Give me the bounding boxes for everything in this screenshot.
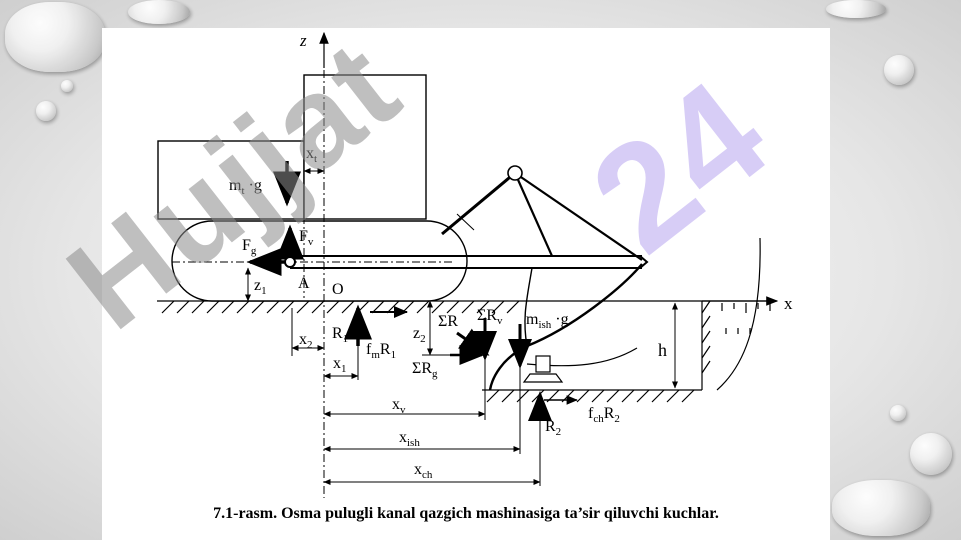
label-h: h xyxy=(658,340,667,360)
figure-caption: 7.1-rasm. Osma pulugli kanal qazgich mas… xyxy=(213,505,719,522)
bubble-decoration xyxy=(884,55,914,85)
label-xish: xish xyxy=(399,429,420,449)
force-diagram: z x xyxy=(157,31,793,498)
label-mish: mish ·g xyxy=(526,311,569,331)
label-r2: R2 xyxy=(545,418,561,438)
label-x1: x1 xyxy=(333,355,347,375)
label-sum-rg: ΣRg xyxy=(412,360,438,380)
bubble-decoration xyxy=(61,80,73,92)
label-fchr2: fchR2 xyxy=(588,405,620,425)
bubble-decoration xyxy=(36,101,56,121)
z-axis-label: z xyxy=(299,31,307,50)
label-o: O xyxy=(332,281,344,298)
figure-slide: z x xyxy=(102,28,830,540)
plow-frame xyxy=(290,165,649,391)
sumr-arrow xyxy=(456,328,490,356)
bubble-decoration xyxy=(890,405,906,421)
bubble-decoration xyxy=(5,2,105,72)
label-sum-r: ΣR xyxy=(438,313,458,330)
bubble-decoration xyxy=(826,0,886,18)
label-sum-rv: ΣRv xyxy=(477,307,503,327)
label-xv: xv xyxy=(392,396,406,416)
pivot-a xyxy=(284,256,296,268)
bubble-decoration xyxy=(128,0,190,24)
bubble-decoration xyxy=(910,433,952,475)
bubble-decoration xyxy=(832,480,930,536)
label-x2: x2 xyxy=(299,331,313,351)
label-r1: R1 xyxy=(332,325,348,345)
dimension-lines xyxy=(245,168,678,486)
label-fmr1: fmR1 xyxy=(366,341,396,361)
label-fg: Fg xyxy=(242,237,257,257)
label-mtg: mt ·g xyxy=(229,177,262,197)
label-xt: xt xyxy=(306,145,317,165)
label-fv: Fv xyxy=(299,228,314,248)
label-a: A xyxy=(298,275,310,292)
label-z1: z1 xyxy=(254,277,267,297)
label-xch: xch xyxy=(414,461,433,481)
label-z2: z2 xyxy=(413,325,426,345)
x-axis-label: x xyxy=(784,294,793,313)
center-lines xyxy=(172,38,452,498)
